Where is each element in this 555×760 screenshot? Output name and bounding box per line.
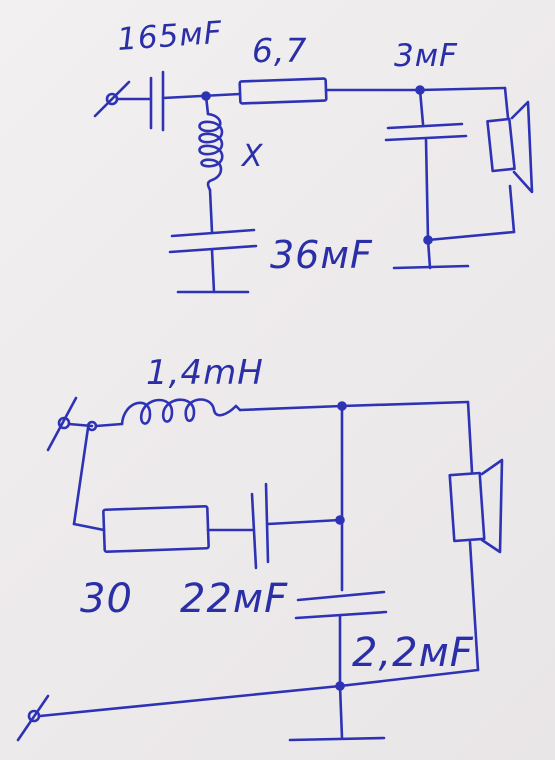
label-top-shunt-cap: 36мF — [270, 233, 373, 277]
label-bottom-inductor: 1,4mH — [146, 353, 264, 393]
top-series-resistor — [238, 77, 328, 105]
bottom-resistor — [102, 504, 210, 554]
wire — [468, 540, 480, 672]
wire — [266, 518, 342, 526]
wire — [466, 400, 474, 474]
top-crossover-circuit — [93, 70, 534, 294]
bottom-series-capacitor — [250, 482, 270, 570]
top-shunt-capacitor — [168, 228, 258, 254]
label-top-speaker-cap: 3мF — [394, 38, 458, 74]
bottom-return-terminal — [16, 694, 50, 742]
top-speaker-capacitor — [384, 88, 468, 242]
label-bottom-series-cap: 22мF — [180, 576, 288, 622]
bottom-shunt-capacitor — [294, 590, 388, 620]
bottom-crossover-circuit — [16, 396, 504, 742]
top-ground-right — [392, 264, 470, 270]
wire — [418, 86, 507, 92]
wire — [210, 248, 216, 294]
bottom-inductor — [94, 398, 242, 428]
wire — [338, 684, 344, 740]
top-input-capacitor — [149, 70, 165, 132]
wire — [426, 238, 432, 270]
bottom-speaker-icon — [448, 458, 504, 554]
wire — [503, 86, 510, 120]
label-bottom-shunt-cap: 2,2мF — [352, 630, 474, 676]
bottom-ground — [288, 736, 386, 742]
top-speaker-icon — [486, 100, 534, 194]
label-bottom-resistor: 30 — [80, 576, 133, 622]
top-shunt-inductor — [198, 94, 224, 234]
label-top-series-resistor: 6,7 — [252, 31, 307, 70]
wire — [338, 668, 480, 688]
wire — [72, 426, 90, 526]
wire — [38, 684, 342, 718]
wire — [72, 522, 106, 532]
wire — [238, 404, 344, 412]
wire — [426, 230, 516, 242]
wire — [508, 184, 516, 234]
wire — [340, 400, 470, 408]
label-top-input-cap: 165мF — [116, 15, 224, 58]
label-top-shunt-inductor: X — [240, 139, 264, 174]
